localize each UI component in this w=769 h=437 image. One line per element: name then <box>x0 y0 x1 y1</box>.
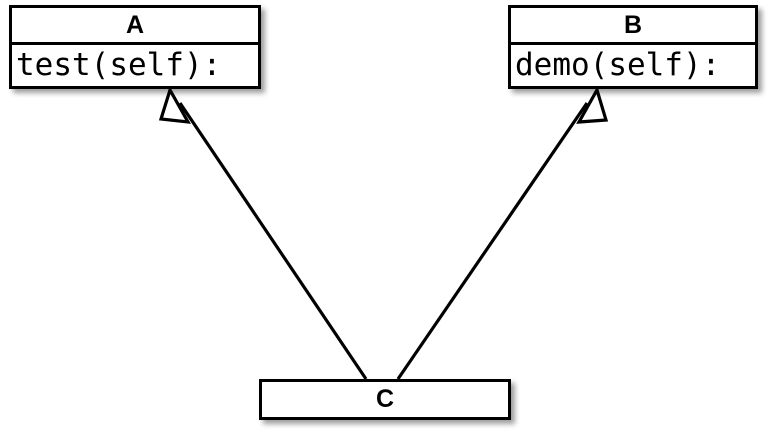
uml-class-a[interactable]: A test(self): <box>9 5 261 89</box>
class-b-members-compartment: demo(self): <box>511 42 755 86</box>
uml-class-c[interactable]: C <box>259 379 511 420</box>
class-a-member-0: test(self): <box>16 47 222 83</box>
hollow-triangle-arrowhead-a <box>158 85 191 124</box>
class-c-name: C <box>375 385 395 413</box>
generalization-line-c-to-b <box>396 102 589 380</box>
class-b-name: B <box>623 10 643 39</box>
generalization-c-to-b[interactable] <box>396 85 609 380</box>
class-a-name: A <box>125 10 145 39</box>
class-b-member-0: demo(self): <box>515 47 721 83</box>
class-a-members-compartment: test(self): <box>12 42 258 86</box>
uml-class-b[interactable]: B demo(self): <box>508 5 758 89</box>
generalization-line-c-to-a <box>178 102 368 380</box>
hollow-triangle-arrowhead-b <box>576 85 609 124</box>
generalization-c-to-a[interactable] <box>158 85 368 380</box>
